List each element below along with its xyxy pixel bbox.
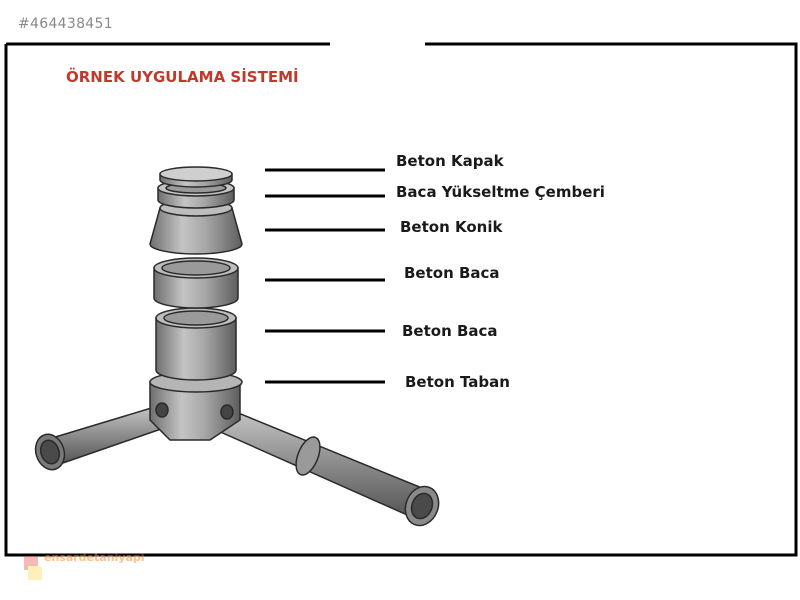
label-beton-baca-lower: Beton Baca: [402, 322, 498, 340]
label-beton-baca-upper: Beton Baca: [404, 264, 500, 282]
manhole-assembly: [34, 166, 440, 527]
left-pipe: [34, 405, 165, 471]
leader-lines: [265, 168, 385, 384]
watermark-text: ensardetaniyapi: [44, 551, 145, 564]
label-beton-taban: Beton Taban: [405, 373, 510, 391]
listing-id: #464438451: [18, 16, 113, 32]
diagram-title: ÖRNEK UYGULAMA SİSTEMİ: [66, 68, 299, 86]
label-beton-kapak: Beton Kapak: [396, 152, 504, 170]
right-pipe: [215, 407, 440, 527]
label-beton-konik: Beton Konik: [400, 218, 503, 236]
kapak: [159, 166, 233, 188]
upper-baca: [153, 257, 239, 309]
watermark-logo: [24, 556, 42, 580]
lower-baca: [155, 307, 237, 381]
label-baca-yukseltme-cemberi: Baca Yükseltme Çemberi: [396, 183, 605, 201]
frame-border: [4, 42, 798, 557]
